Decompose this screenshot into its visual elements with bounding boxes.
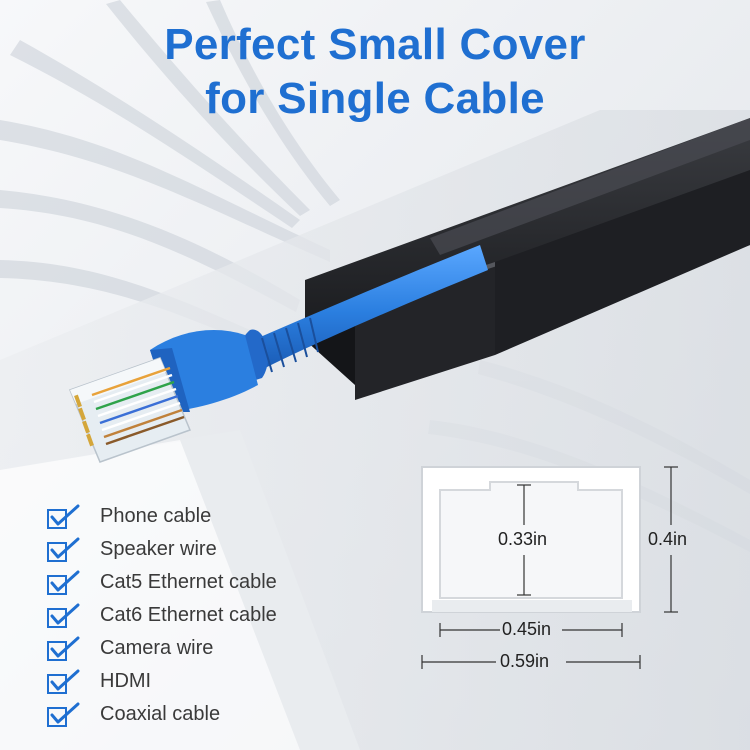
- inner-height-label: 0.33in: [498, 529, 548, 549]
- checkbox-icon: [46, 636, 82, 662]
- compatible-cable-list: Phone cable Speaker wire Cat5 Ethernet c…: [46, 500, 277, 731]
- list-item-label: Phone cable: [100, 505, 212, 527]
- shelf-edge: [180, 430, 360, 750]
- list-item-label: Cat6 Ethernet cable: [100, 604, 277, 626]
- list-item: Cat5 Ethernet cable: [46, 566, 277, 599]
- list-item-label: Speaker wire: [100, 538, 217, 560]
- list-item: Camera wire: [46, 632, 277, 665]
- list-item: Coaxial cable: [46, 698, 277, 731]
- list-item: Cat6 Ethernet cable: [46, 599, 277, 632]
- list-item-label: Camera wire: [100, 637, 214, 659]
- checkbox-icon: [46, 537, 82, 563]
- inner-width-label: 0.45in: [502, 619, 552, 639]
- headline-line-1: Perfect Small Cover: [164, 20, 586, 69]
- blue-cable: [150, 245, 488, 412]
- headline: Perfect Small Cover for Single Cable: [0, 18, 750, 126]
- profile-diagram: [421, 466, 678, 669]
- list-item: HDMI: [46, 665, 277, 698]
- list-item: Speaker wire: [46, 533, 277, 566]
- list-item-label: Coaxial cable: [100, 703, 221, 725]
- list-item-label: HDMI: [100, 670, 152, 692]
- outer-width-label: 0.59in: [500, 651, 550, 671]
- rj45-plug: [69, 357, 191, 463]
- list-item-label: Cat5 Ethernet cable: [100, 571, 277, 593]
- checkbox-icon: [46, 669, 82, 695]
- list-item: Phone cable: [46, 500, 277, 533]
- checkbox-icon: [46, 603, 82, 629]
- checkbox-icon: [46, 570, 82, 596]
- outer-height-label: 0.4in: [648, 529, 688, 549]
- checkbox-icon: [46, 504, 82, 530]
- checkbox-icon: [46, 702, 82, 728]
- headline-line-2: for Single Cable: [205, 74, 545, 123]
